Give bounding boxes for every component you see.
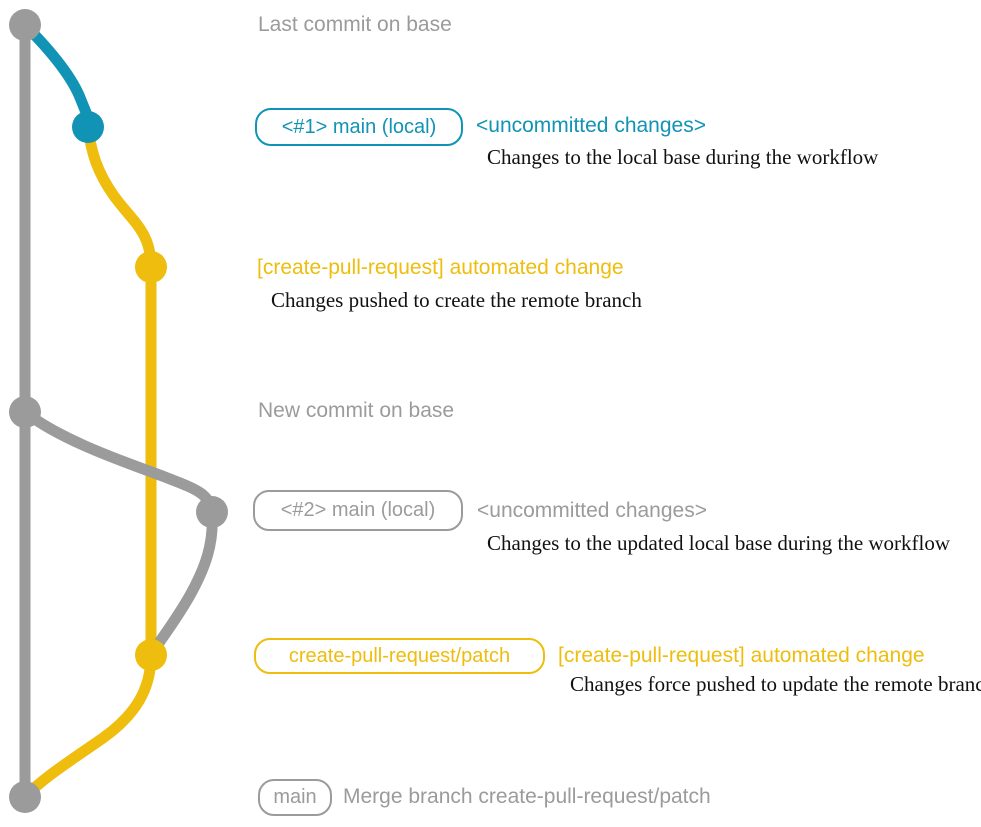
branch-badge-create-pull-request-patch: create-pull-request/patch [254, 638, 545, 674]
git-graph [9, 9, 228, 813]
commit-message-merge: Merge branch create-pull-request/patch [343, 785, 711, 808]
note-automated-2: Changes force pushed to update the remot… [570, 672, 981, 696]
branch-badge-label: create-pull-request/patch [288, 644, 511, 667]
branch-badge-label: main [273, 786, 317, 808]
commit-dot-automated-1 [135, 251, 167, 283]
commit-dot-automated-2 [135, 639, 167, 671]
branch-badge-main: main [258, 779, 332, 816]
commit-dot-local-main-2 [196, 496, 228, 528]
label-last-commit-on-base: Last commit on base [258, 13, 452, 36]
note-uncommitted-2: Changes to the updated local base during… [487, 531, 951, 555]
note-uncommitted-1: Changes to the local base during the wor… [487, 145, 879, 169]
branch-badge-main-local-2: <#2> main (local) [253, 490, 463, 531]
commit-message-uncommitted-1: <uncommitted changes> [476, 114, 706, 137]
commit-dot-base-top [9, 9, 41, 41]
branch-badge-label: <#1> main (local) [281, 115, 437, 138]
branch-badge-label: <#2> main (local) [280, 499, 436, 521]
note-automated-1: Changes pushed to create the remote bran… [271, 288, 642, 312]
commit-dot-base-new [9, 396, 41, 428]
commit-message-uncommitted-2: <uncommitted changes> [477, 499, 707, 522]
commit-dot-merge [9, 781, 41, 813]
branch-badge-main-local-1: <#1> main (local) [255, 108, 463, 146]
commit-message-automated-2: [create-pull-request] automated change [558, 644, 925, 667]
label-new-commit-on-base: New commit on base [258, 399, 455, 422]
branch-curve-local-main-1 [19, 19, 94, 133]
commit-dot-local-main-1 [72, 111, 104, 143]
commit-message-automated-1: [create-pull-request] automated change [257, 256, 624, 279]
branch-curve-local-main-2 [19, 406, 218, 661]
